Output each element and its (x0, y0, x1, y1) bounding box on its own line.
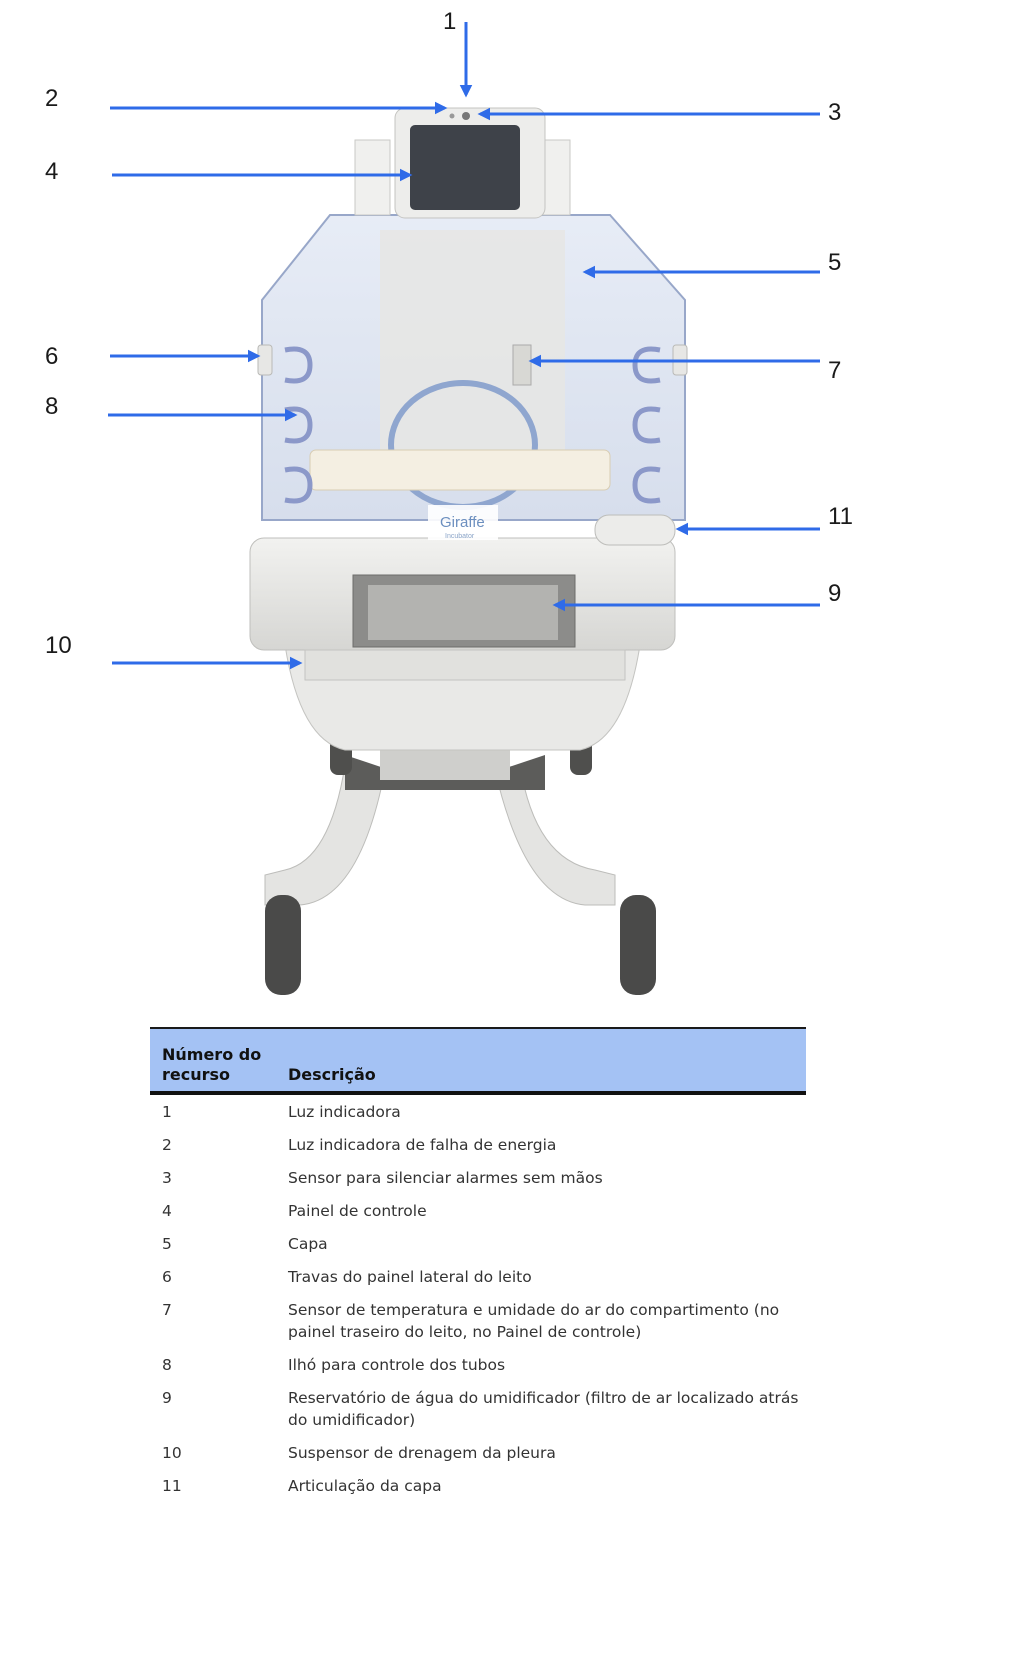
brand-label: Giraffe (440, 514, 485, 531)
hood-hinge (594, 514, 676, 546)
wheel-right (620, 895, 656, 995)
table-row: 4 Painel de controle (150, 1194, 806, 1227)
row-number: 7 (162, 1301, 172, 1319)
temp-humidity-sensor (512, 344, 532, 386)
callout-number: 2 (45, 85, 59, 112)
row-description: Luz indicadora de falha de energia (288, 1136, 557, 1154)
row-description: Luz indicadora (288, 1103, 401, 1121)
callout-number: 10 (45, 632, 72, 659)
base-cabinet (249, 537, 676, 751)
row-number: 9 (162, 1389, 172, 1407)
brand-sublabel: Incubator (445, 533, 475, 540)
callout-number: 11 (828, 503, 853, 530)
header-feature-number: Número do recurso (150, 1027, 276, 1095)
power-fail-light (449, 113, 455, 119)
row-description: Articulação da capa (288, 1477, 442, 1495)
control-panel-screen (410, 125, 520, 210)
mattress (309, 449, 611, 491)
table-row: 11 Articulação da capa (150, 1469, 806, 1502)
row-number: 10 (162, 1444, 182, 1462)
row-number: 6 (162, 1268, 172, 1286)
table-row: 8 Ilhó para controle dos tubos (150, 1348, 806, 1381)
row-description: Ilhó para controle dos tubos (288, 1356, 506, 1374)
row-description: Reservatório de água do umidificador (fi… (288, 1389, 799, 1429)
callout-number: 9 (828, 580, 842, 607)
hood (257, 214, 688, 546)
stand (264, 735, 656, 995)
brand-badge: Giraffe Incubator (428, 505, 498, 540)
row-number: 8 (162, 1356, 172, 1374)
table-row: 9 Reservatório de água do umidificador (f… (150, 1381, 806, 1436)
row-description: Sensor para silenciar alarmes sem mãos (288, 1169, 603, 1187)
incubator-illustration: Giraffe Incubator (108, 22, 820, 995)
callout-number: 4 (45, 158, 59, 185)
callout-number: 8 (45, 393, 59, 420)
row-number: 2 (162, 1136, 172, 1154)
row-description: Travas do painel lateral do leito (288, 1268, 532, 1286)
row-description: Suspensor de drenagem da pleura (288, 1444, 556, 1462)
indicator-light (462, 112, 470, 120)
tube-grommets-right (632, 346, 661, 504)
row-description: Painel de controle (288, 1202, 427, 1220)
table-row: 1 Luz indicadora (150, 1093, 806, 1128)
row-number: 3 (162, 1169, 172, 1187)
table-row: 5 Capa (150, 1227, 806, 1260)
table-row: 10 Suspensor de drenagem da pleura (150, 1436, 806, 1469)
callout-number: 5 (828, 249, 842, 276)
callout-arrows (108, 22, 820, 670)
row-number: 5 (162, 1235, 172, 1253)
callout-number: 7 (828, 357, 842, 384)
table-row: 6 Travas do painel lateral do leito (150, 1260, 806, 1293)
row-number: 1 (162, 1103, 172, 1121)
table-row: 3 Sensor para silenciar alarmes sem mãos (150, 1161, 806, 1194)
row-description: Sensor de temperatura e umidade do ar do… (288, 1301, 780, 1341)
row-number: 4 (162, 1202, 172, 1220)
pleura-drain-hanger (304, 649, 626, 681)
header-description: Descrição (276, 1027, 806, 1095)
control-column (354, 107, 571, 219)
panel-latch-left (257, 344, 273, 376)
wheel-left (265, 895, 301, 995)
callout-number: 3 (828, 99, 842, 126)
row-description: Capa (288, 1235, 328, 1253)
row-number: 11 (162, 1477, 182, 1495)
callout-number: 1 (443, 8, 457, 35)
callout-number: 6 (45, 343, 59, 370)
table-row: 2 Luz indicadora de falha de energia (150, 1128, 806, 1161)
table-header-row: Número do recurso Descrição (150, 1027, 806, 1095)
table-row: 7 Sensor de temperatura e umidade do ar d… (150, 1293, 806, 1348)
incubator-figure: Giraffe Incubator 1 2 3 4 (45, 8, 853, 995)
